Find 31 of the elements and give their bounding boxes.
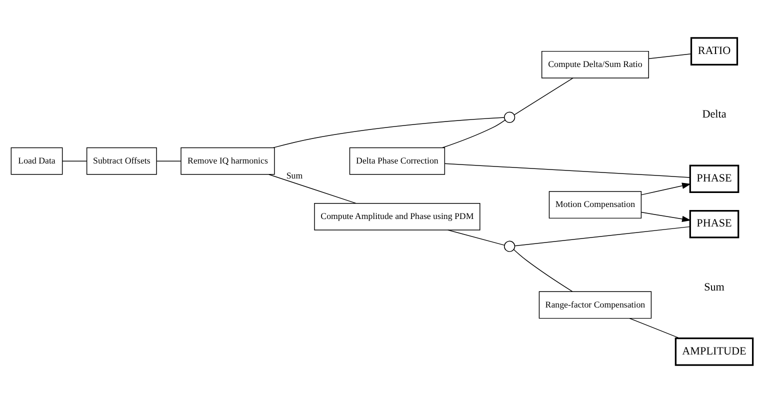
node-circle bbox=[504, 111, 516, 122]
node-box: PHASE bbox=[689, 164, 740, 193]
connector bbox=[268, 174, 356, 204]
node-box: Delta Phase Correction bbox=[349, 146, 446, 174]
connector bbox=[156, 160, 182, 161]
connector bbox=[514, 226, 690, 246]
node-box: Load Data bbox=[10, 146, 63, 174]
node-box: PHASE bbox=[689, 209, 740, 238]
arrow bbox=[641, 211, 691, 222]
connector bbox=[442, 119, 506, 148]
connector bbox=[62, 160, 88, 161]
connector bbox=[514, 77, 574, 115]
node-box: Compute Delta/Sum Ratio bbox=[541, 50, 649, 78]
connector bbox=[648, 52, 692, 59]
node-box: RATIO bbox=[690, 36, 738, 65]
node-box: Remove IQ harmonics bbox=[180, 146, 275, 174]
node-circle bbox=[504, 240, 516, 252]
edge-label: Sum bbox=[286, 170, 303, 180]
node-box: Compute Amplitude and Phase using PDM bbox=[314, 202, 480, 230]
label: Delta bbox=[702, 108, 726, 120]
connector bbox=[448, 229, 505, 246]
node-box: AMPLITUDE bbox=[674, 337, 754, 366]
node-box: Range-factor Compensation bbox=[538, 290, 652, 318]
connector bbox=[513, 248, 573, 292]
label: Sum bbox=[704, 281, 724, 293]
connector bbox=[444, 162, 690, 178]
connector bbox=[272, 116, 505, 148]
node-box: Motion Compensation bbox=[548, 190, 642, 218]
arrow bbox=[641, 182, 691, 195]
connector bbox=[629, 317, 680, 338]
node-box: Subtract Offsets bbox=[86, 146, 157, 174]
